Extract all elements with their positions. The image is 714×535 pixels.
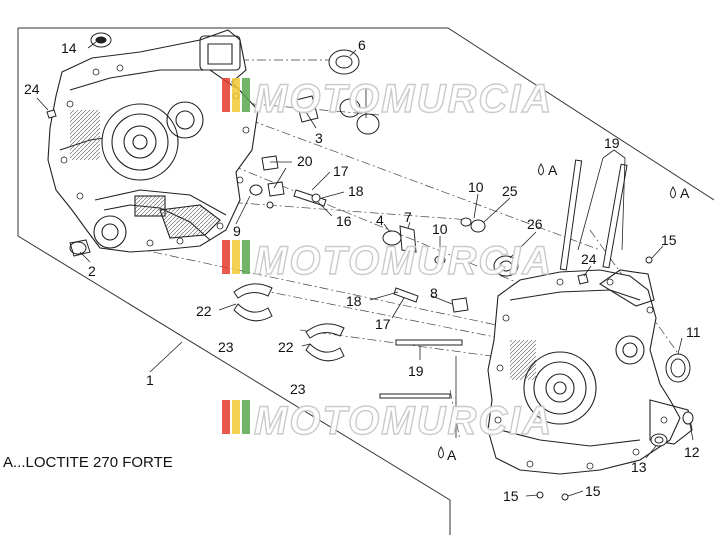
callout-A2: A xyxy=(680,185,690,201)
stud-19b xyxy=(602,163,628,269)
drop-icon xyxy=(670,186,676,199)
plug-24-left xyxy=(46,109,57,119)
watermark-group: MOTOMURCIA MOTOMURCIA MOTOMURCIA xyxy=(222,76,553,444)
oil-jet-18 xyxy=(393,287,419,303)
callout-3: 3 xyxy=(315,130,323,146)
drop-icon xyxy=(538,163,544,176)
callout-24b: 24 xyxy=(581,251,597,267)
seal-26 xyxy=(493,255,519,277)
plug-15c xyxy=(561,493,569,501)
leader-lines xyxy=(36,41,694,497)
callout-14: 14 xyxy=(61,40,77,56)
callout-12: 12 xyxy=(684,444,700,460)
callout-11: 11 xyxy=(686,324,701,340)
shell-22b xyxy=(305,323,345,339)
callout-18a: 18 xyxy=(348,183,364,199)
drop-icon xyxy=(438,446,444,459)
callout-6: 6 xyxy=(358,37,366,53)
watermark-flag-stripe xyxy=(222,400,230,434)
plug-25 xyxy=(470,219,486,233)
callout-17b: 17 xyxy=(375,316,391,332)
callout-15c: 15 xyxy=(585,483,601,499)
callout-4: 4 xyxy=(376,212,384,228)
dowel-20a xyxy=(261,155,279,171)
watermark-flag-stripe xyxy=(232,400,240,434)
callout-A1: A xyxy=(548,162,558,178)
watermark-text-1: MOTOMURCIA xyxy=(254,77,553,121)
part-7 xyxy=(399,225,417,253)
callout-10b: 10 xyxy=(432,221,448,237)
left-crankcase-half xyxy=(47,29,259,253)
circlip-5 xyxy=(356,113,380,135)
callout-15b: 15 xyxy=(503,488,519,504)
callout-22b: 22 xyxy=(278,339,294,355)
oil-jet-16 xyxy=(293,189,327,207)
callout-19a: 19 xyxy=(604,135,620,151)
plug-24-right xyxy=(577,273,589,285)
seal-13 xyxy=(650,433,668,447)
shell-23b xyxy=(305,343,345,362)
callout-A3: A xyxy=(447,447,457,463)
watermark-flag-stripe xyxy=(242,78,250,112)
callout-2: 2 xyxy=(88,263,96,279)
callout-18b: 18 xyxy=(346,293,362,309)
callout-23b: 23 xyxy=(290,381,306,397)
bush-8 xyxy=(451,297,469,313)
callout-20: 20 xyxy=(297,153,313,169)
loctite-note: A...LOCTITE 270 FORTE xyxy=(3,454,173,471)
callout-7: 7 xyxy=(404,209,412,225)
watermark-text-2: MOTOMURCIA xyxy=(254,239,553,283)
bush-2 xyxy=(69,239,91,257)
watermark-flag-stripe xyxy=(222,240,230,274)
watermark-flag-stripe xyxy=(232,240,240,274)
callout-15a: 15 xyxy=(661,232,677,248)
callout-17a: 17 xyxy=(333,163,349,179)
watermark-flag-stripe xyxy=(242,240,250,274)
callout-25: 25 xyxy=(502,183,518,199)
stud-19c xyxy=(395,339,463,346)
plug-12 xyxy=(682,411,694,425)
plug-10a xyxy=(460,217,472,227)
shell-22a xyxy=(233,283,273,299)
washer-9 xyxy=(249,184,263,196)
callout-16: 16 xyxy=(336,213,352,229)
watermark-flag-stripe xyxy=(222,78,230,112)
seal-11 xyxy=(665,353,691,383)
assembly-frame xyxy=(17,27,714,535)
bearing-6 xyxy=(328,49,360,75)
callout-10a: 10 xyxy=(468,179,484,195)
callout-19b: 19 xyxy=(408,363,424,379)
shell-23a xyxy=(233,303,273,322)
watermark-flag-stripe xyxy=(232,78,240,112)
watermark-text-3: MOTOMURCIA xyxy=(254,399,553,443)
callout-13: 13 xyxy=(631,459,647,475)
loose-parts xyxy=(46,32,694,501)
callout-26: 26 xyxy=(527,216,543,232)
callout-9: 9 xyxy=(233,223,241,239)
plug-15a xyxy=(645,256,653,264)
callout-labels: 1 2 3 4 6 7 8 9 10 10 11 12 13 14 15 15 … xyxy=(24,37,701,504)
callout-1: 1 xyxy=(146,372,154,388)
callout-22a: 22 xyxy=(196,303,212,319)
callout-23a: 23 xyxy=(218,339,234,355)
right-crankcase-half xyxy=(487,269,693,475)
watermark-flag-stripe xyxy=(242,400,250,434)
stud-19a xyxy=(559,159,583,271)
callout-24a: 24 xyxy=(24,81,40,97)
bush-3 xyxy=(295,95,319,123)
callout-8: 8 xyxy=(430,285,438,301)
loctite-drop-icons xyxy=(438,163,676,459)
